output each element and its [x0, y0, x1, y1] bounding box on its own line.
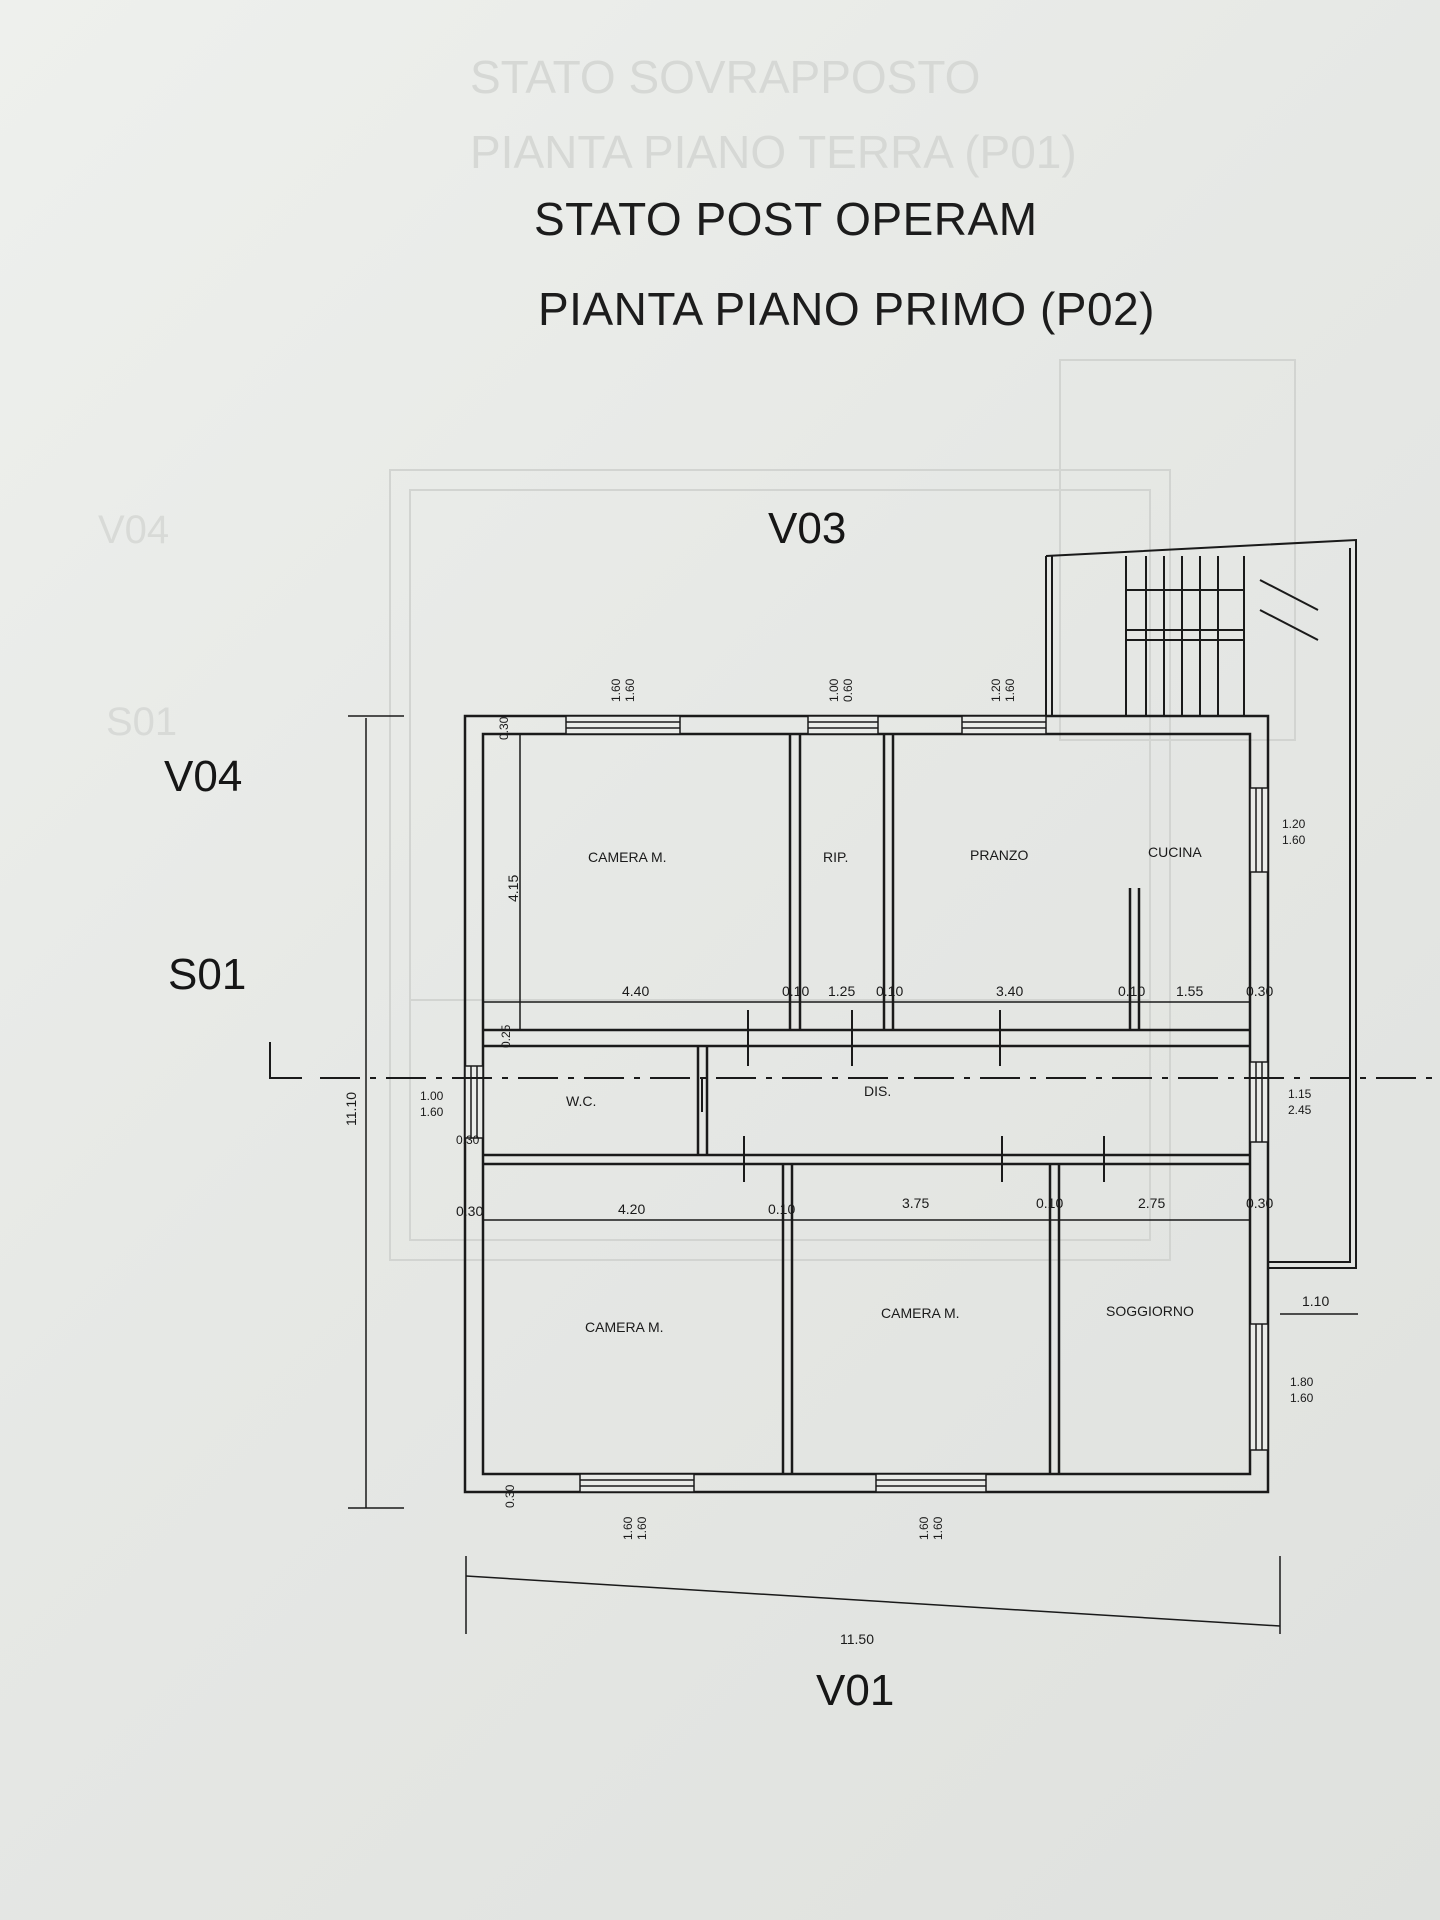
dim-top-6: 0.10 — [1118, 983, 1145, 999]
win-wc-b: 1.60 — [420, 1105, 444, 1119]
dim-total-width: 11.50 — [840, 1631, 874, 1647]
room-soggiorno: SOGGIORNO — [1106, 1303, 1194, 1319]
ghost-title-1: STATO SOVRAPPOSTO — [470, 51, 981, 103]
win-top-2-a: 1.00 — [827, 678, 841, 702]
dimension-lines — [348, 715, 1358, 1634]
dim-bottom-3: 0.10 — [768, 1201, 795, 1217]
staircase — [1045, 538, 1357, 1269]
dim-top-5: 3.40 — [996, 983, 1023, 999]
view-label-left: V04 — [164, 752, 243, 801]
dim-wall-bottom: 0.30 — [503, 1484, 517, 1508]
view-label-top: V03 — [768, 504, 847, 553]
win-dis-b: 2.45 — [1288, 1103, 1312, 1117]
dim-top-4: 0.10 — [876, 983, 903, 999]
ghost-side-2: S01 — [106, 700, 178, 744]
dim-balcony: 1.10 — [1302, 1293, 1329, 1309]
dim-wall-wc: 0.30 — [456, 1133, 480, 1147]
title-line-1: STATO POST OPERAM — [534, 193, 1038, 245]
interior-walls — [483, 734, 1250, 1474]
door-marks — [701, 1010, 1105, 1182]
room-pranzo: PRANZO — [970, 847, 1028, 863]
room-camera-bottom-left: CAMERA M. — [585, 1319, 664, 1335]
dim-height-top: 4.15 — [505, 875, 521, 902]
win-soggiorno-b: 1.60 — [1290, 1391, 1314, 1405]
win-top-1-b: 1.60 — [623, 678, 637, 702]
dim-top-8: 0.30 — [1246, 983, 1273, 999]
dim-bottom-6: 2.75 — [1138, 1195, 1165, 1211]
dim-top-7: 1.55 — [1176, 983, 1203, 999]
win-bottom-1-b: 1.60 — [635, 1516, 649, 1540]
dim-bottom-7: 0.30 — [1246, 1195, 1273, 1211]
ghost-side-1: V04 — [98, 508, 170, 552]
dim-total-height: 11.10 — [343, 1092, 359, 1126]
dim-wall-mid: 0.25 — [499, 1024, 513, 1048]
room-camera-bottom-middle: CAMERA M. — [881, 1305, 960, 1321]
dim-wall-top: 0.30 — [497, 716, 511, 740]
win-top-1-a: 1.60 — [609, 678, 623, 702]
win-cucina-a: 1.20 — [1282, 817, 1306, 831]
win-dis-a: 1.15 — [1288, 1087, 1312, 1101]
win-cucina-b: 1.60 — [1282, 833, 1306, 847]
dim-top-2: 0.10 — [782, 983, 809, 999]
win-top-2-b: 0.60 — [841, 678, 855, 702]
win-top-3-b: 1.60 — [1003, 678, 1017, 702]
room-cucina: CUCINA — [1148, 844, 1202, 860]
room-camera-top: CAMERA M. — [588, 849, 667, 865]
win-bottom-2-a: 1.60 — [917, 1516, 931, 1540]
dim-top-1: 4.40 — [622, 983, 649, 999]
dim-top-3: 1.25 — [828, 983, 855, 999]
dim-bottom-4: 3.75 — [902, 1195, 929, 1211]
win-wc-a: 1.00 — [420, 1089, 444, 1103]
room-wc: W.C. — [566, 1093, 596, 1109]
dim-bottom-1: 0.30 — [456, 1203, 483, 1219]
room-rip: RIP. — [823, 849, 848, 865]
win-bottom-1-a: 1.60 — [621, 1516, 635, 1540]
title-line-2: PIANTA PIANO PRIMO (P02) — [538, 283, 1155, 335]
dim-bottom-2: 4.20 — [618, 1201, 645, 1217]
ghost-title-2: PIANTA PIANO TERRA (P01) — [470, 126, 1077, 178]
win-top-3-a: 1.20 — [989, 678, 1003, 702]
section-label: S01 — [168, 950, 247, 999]
win-bottom-2-b: 1.60 — [931, 1516, 945, 1540]
section-line — [269, 1042, 1440, 1079]
dim-bottom-5: 0.10 — [1036, 1195, 1063, 1211]
ghost-lines — [389, 359, 1296, 1261]
room-dis: DIS. — [864, 1083, 891, 1099]
win-soggiorno-a: 1.80 — [1290, 1375, 1314, 1389]
view-label-bottom: V01 — [816, 1666, 895, 1715]
windows — [464, 715, 1269, 1493]
